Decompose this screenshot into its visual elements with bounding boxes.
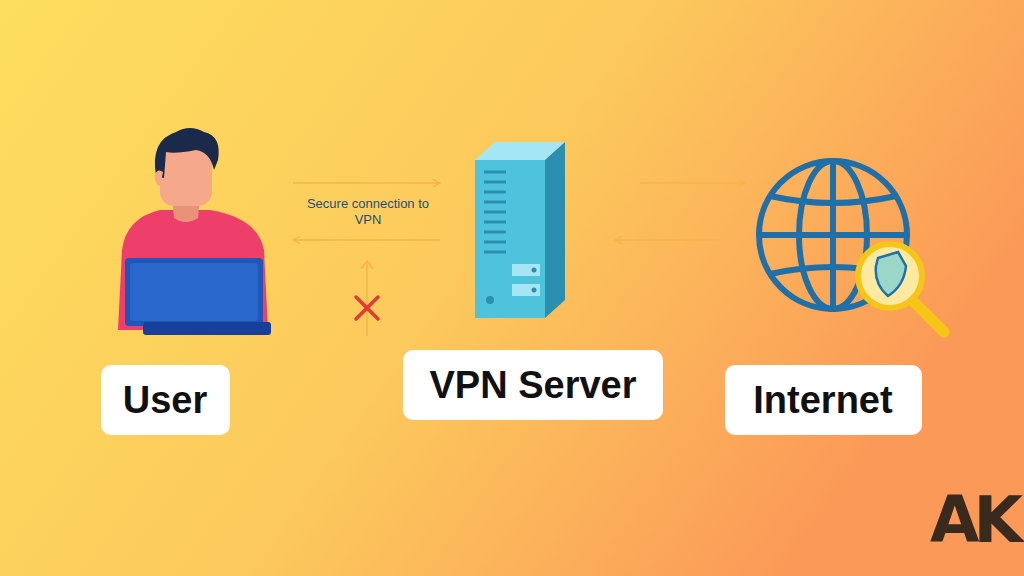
node-label: User: [123, 381, 208, 419]
node-label: VPN Server: [429, 366, 636, 404]
component-node: VPN Server: [455, 135, 581, 425]
component-node: User: [100, 125, 275, 440]
user-figure: [118, 128, 271, 335]
flow-arrow: [615, 239, 722, 241]
node-label: Internet: [753, 381, 892, 419]
blocked-intercept: [356, 261, 378, 336]
label-box: Internet: [725, 365, 922, 435]
logo-watermark: AK: [930, 488, 1017, 552]
flow-arrow: [640, 182, 745, 184]
flow-arrow: [293, 239, 440, 241]
flow-arrow: [293, 182, 440, 184]
server-tower: [475, 142, 565, 318]
connection-label: Secure connection to VPN: [298, 196, 438, 227]
label-box: VPN Server: [403, 350, 663, 420]
component-node: Internet: [750, 150, 955, 440]
globe-icon: [759, 161, 907, 309]
label-box: User: [101, 365, 230, 435]
magnifier-icon: [858, 244, 944, 332]
